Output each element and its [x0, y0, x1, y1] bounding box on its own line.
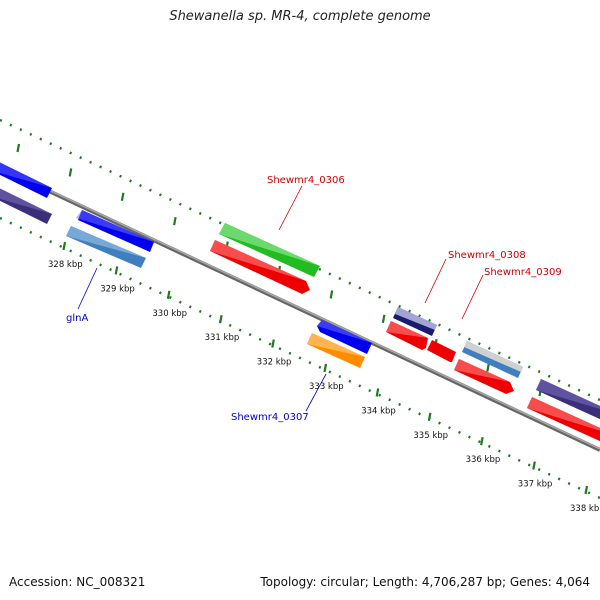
gene-label-Shewmr4_0308: Shewmr4_0308	[448, 250, 526, 261]
outer-major-tick	[68, 168, 73, 177]
gene-left-blue-outer	[0, 162, 52, 198]
outer-major-tick	[381, 314, 386, 324]
inner-major-tick	[114, 266, 119, 275]
inner-major-tick	[480, 436, 484, 446]
outer-major-tick	[120, 192, 125, 202]
tick-layer: 328 kbp 329 kbp 330 kbp 331 kbp 332 kbp 333 k…	[16, 143, 600, 514]
tick-label: 330 kbp	[152, 309, 187, 319]
map-title: Shewanella sp. MR-4, complete genome	[169, 9, 431, 24]
gene-label-Shewmr4_0309: Shewmr4_0309	[484, 267, 562, 278]
gene-label-glnA: glnA	[66, 313, 88, 324]
gene-Shewmr4_0306	[219, 223, 320, 277]
tick-label: 328 kbp	[48, 260, 83, 270]
inner-major-tick	[166, 290, 171, 300]
tick-label: 334 kbp	[361, 406, 396, 416]
inner-major-tick	[219, 314, 223, 324]
gene-Shewmr4_0309	[462, 341, 523, 378]
gene-0308b-red	[427, 340, 456, 362]
gene-Shewmr4_0307	[307, 333, 365, 368]
tick-label: 336 kbp	[466, 455, 501, 465]
accession-text: Accession: NC_008321	[9, 575, 146, 589]
gene-left-navy-outer	[0, 188, 52, 224]
inner-ruler	[0, 216, 600, 500]
gene-right-red	[527, 397, 600, 442]
outer-major-tick	[173, 216, 177, 226]
tick-label: 331 kbp	[205, 333, 240, 343]
inner-major-tick	[584, 485, 589, 495]
tick-label: 332 kbp	[257, 358, 292, 368]
inner-major-tick	[62, 241, 67, 251]
outer-major-tick	[16, 143, 21, 153]
inner-major-tick	[427, 412, 432, 422]
inner-major-tick	[375, 388, 380, 397]
outer-major-tick	[486, 363, 490, 372]
gene-Shewmr4_0307-upper	[317, 320, 372, 354]
inner-major-tick	[323, 363, 328, 373]
gene-0308-lower-red	[386, 321, 428, 350]
gene-label-Shewmr4_0306: Shewmr4_0306	[267, 175, 345, 186]
gene-right-navy	[536, 379, 600, 420]
gene-label-Shewmr4_0307: Shewmr4_0307	[231, 412, 309, 423]
tick-label: 337 kbp	[518, 480, 553, 490]
genome-backbone	[0, 166, 600, 452]
genome-stats-text: Topology: circular; Length: 4,706,287 bp…	[260, 575, 590, 589]
gene-glnA-upper	[76, 210, 154, 252]
tick-label: 335 kbp	[413, 431, 448, 441]
tick-label: 338 kbp	[570, 504, 600, 514]
gene-Shewmr4_0308	[393, 307, 437, 336]
tick-label: 329 kbp	[100, 284, 135, 294]
outer-major-tick	[329, 290, 334, 299]
gene-glnA	[66, 226, 146, 268]
tick-label: 333 kbp	[309, 382, 344, 392]
inner-major-tick	[532, 461, 536, 470]
gene-0306-lower-red	[210, 240, 310, 294]
inner-major-tick	[271, 339, 275, 348]
gene-0309-lower-red	[454, 359, 514, 394]
